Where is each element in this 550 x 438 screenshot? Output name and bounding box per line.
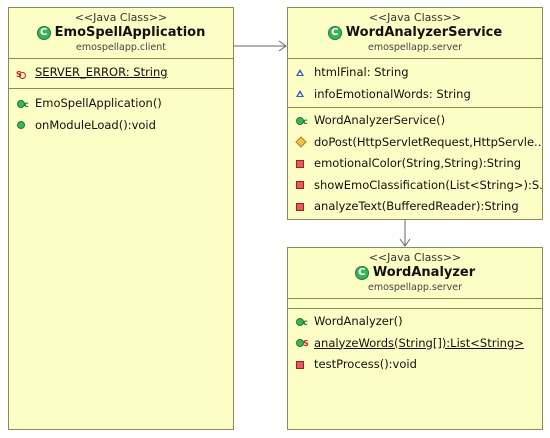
- field-row[interactable]: htmlFinal: String: [294, 62, 542, 84]
- class-header: <<Java Class>> C WordAnalyzer emospellap…: [288, 248, 542, 298]
- private-method-icon: [294, 157, 310, 171]
- method-row[interactable]: emotionalColor(String,String):String: [294, 153, 542, 175]
- package-field-icon: [294, 87, 310, 101]
- method-row[interactable]: S analyzeWords(String[]):List<String>: [294, 333, 542, 355]
- stereotype-label: <<Java Class>>: [368, 11, 462, 24]
- method-text: WordAnalyzerService(): [314, 113, 446, 127]
- private-method-icon: [294, 358, 310, 372]
- method-row[interactable]: analyzeText(BufferedReader):String: [294, 196, 542, 218]
- method-text: EmoSpellApplication(): [35, 96, 162, 110]
- method-row[interactable]: c EmoSpellApplication(): [15, 93, 233, 115]
- package-name: emospellapp.server: [368, 42, 462, 53]
- method-text: WordAnalyzer(): [314, 314, 403, 328]
- method-text: analyzeWords(String[]):List<String>: [314, 335, 524, 350]
- method-text: emotionalColor(String,String):String: [314, 156, 522, 170]
- private-method-icon: [294, 178, 310, 192]
- fields-section: htmlFinal: String infoEmotionalWords: St…: [288, 58, 542, 107]
- field-row[interactable]: infoEmotionalWords: String: [294, 84, 542, 106]
- class-name: EmoSpellApplication: [54, 25, 206, 40]
- class-name: WordAnalyzerService: [345, 25, 503, 40]
- method-text: onModuleLoad():void: [35, 117, 156, 132]
- class-name: WordAnalyzer: [372, 265, 476, 280]
- methods-section: c EmoSpellApplication() onModuleLoad():v…: [9, 88, 233, 140]
- protected-method-icon: [294, 135, 310, 149]
- fields-section: [288, 298, 542, 308]
- class-icon: C: [36, 26, 51, 40]
- public-static-method-icon: S: [294, 336, 310, 350]
- stereotype-label: <<Java Class>>: [74, 11, 168, 24]
- method-row[interactable]: c WordAnalyzerService(): [294, 110, 542, 132]
- class-header: <<Java Class>> C EmoSpellApplication emo…: [9, 8, 233, 58]
- field-text: infoEmotionalWords: String: [314, 86, 471, 101]
- class-emospellapplication[interactable]: <<Java Class>> C EmoSpellApplication emo…: [8, 7, 234, 430]
- method-row[interactable]: showEmoClassification(List<String>):S...: [294, 175, 542, 197]
- method-text: testProcess():void: [314, 357, 417, 371]
- class-header: <<Java Class>> C WordAnalyzerService emo…: [288, 8, 542, 58]
- class-wordanalyzerservice[interactable]: <<Java Class>> C WordAnalyzerService emo…: [287, 7, 543, 220]
- field-text: SERVER_ERROR: String: [35, 65, 168, 79]
- method-row[interactable]: doPost(HttpServletRequest,HttpServle...: [294, 132, 542, 154]
- method-text: doPost(HttpServletRequest,HttpServle...: [314, 134, 542, 149]
- public-method-icon: [15, 118, 31, 132]
- package-name: emospellapp.client: [75, 42, 166, 53]
- association-service-to-analyzer: [399, 220, 411, 247]
- field-text: htmlFinal: String: [314, 65, 409, 79]
- public-constructor-icon: c: [294, 315, 310, 329]
- stereotype-label: <<Java Class>>: [368, 251, 462, 264]
- class-icon: C: [327, 26, 342, 40]
- fields-section: S SERVER_ERROR: String: [9, 58, 233, 88]
- methods-section: c WordAnalyzerService() doPost(HttpServl…: [288, 107, 542, 222]
- private-method-icon: [294, 200, 310, 214]
- method-row[interactable]: onModuleLoad():void: [15, 115, 233, 137]
- association-emo-to-service: [234, 40, 287, 52]
- method-row[interactable]: testProcess():void: [294, 354, 542, 376]
- method-text: showEmoClassification(List<String>):S...: [314, 177, 542, 192]
- static-final-field-icon: S: [15, 66, 31, 80]
- package-name: emospellapp.server: [368, 282, 462, 293]
- class-wordanalyzer[interactable]: <<Java Class>> C WordAnalyzer emospellap…: [287, 247, 543, 430]
- field-row[interactable]: S SERVER_ERROR: String: [15, 62, 233, 84]
- methods-section: c WordAnalyzer() S analyzeWords(String[]…: [288, 308, 542, 380]
- public-constructor-icon: c: [15, 97, 31, 111]
- method-row[interactable]: c WordAnalyzer(): [294, 311, 542, 333]
- package-field-icon: [294, 66, 310, 80]
- method-text: analyzeText(BufferedReader):String: [314, 199, 519, 213]
- public-constructor-icon: c: [294, 114, 310, 128]
- class-icon: C: [354, 266, 369, 280]
